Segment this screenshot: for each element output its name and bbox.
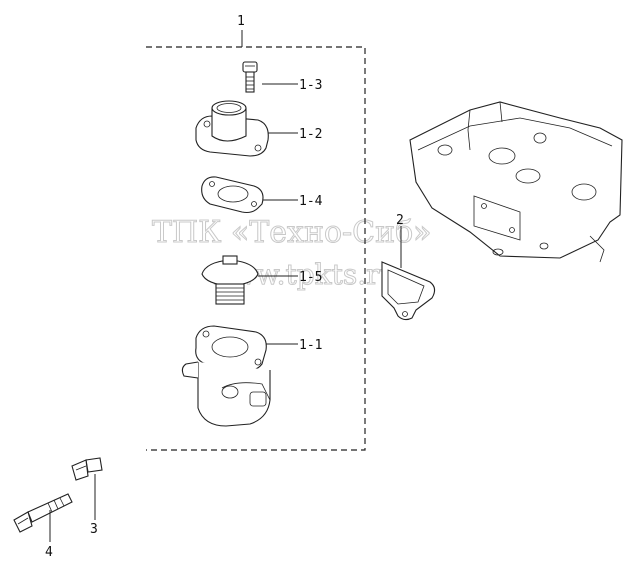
engine-block [409,101,623,263]
watermark-company: ТПК «Техно-Сиб» [152,215,432,250]
bolt-3 [71,457,103,481]
bolt-1-3 [242,61,258,93]
gasket-2 [381,261,436,321]
callout-1-4: 1-4 [299,194,323,209]
callout-1-5: 1-5 [299,270,322,285]
callout-2: 2 [396,213,404,228]
callout-4: 4 [45,545,53,560]
thermostat-1-5 [201,255,259,305]
callout-1-3: 1-3 [299,78,322,93]
callout-1: 1 [237,14,245,29]
assembly-frame [146,30,366,451]
callout-1-2: 1-2 [299,127,322,142]
callout-3: 3 [90,522,98,537]
gasket-1-4 [201,176,264,214]
bolt-4 [13,493,73,533]
thermostat-cover-1-2 [195,100,269,157]
callout-1-1: 1-1 [299,338,322,353]
thermostat-housing-1-1 [181,325,271,427]
